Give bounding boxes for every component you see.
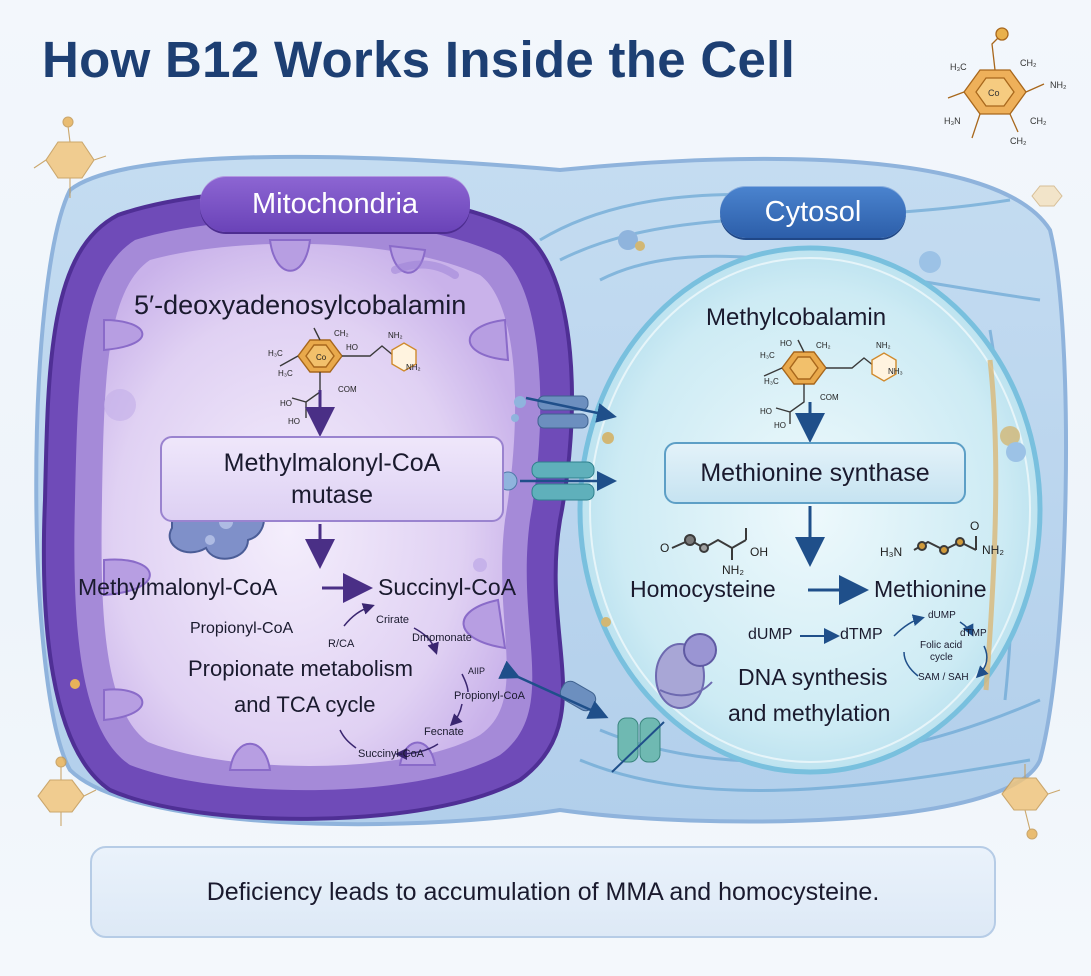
mutase-name-line2: mutase	[291, 481, 373, 509]
mito-b12-molecule	[279, 327, 417, 418]
cyto-substrate: Homocysteine	[630, 576, 776, 602]
molecule-label: HO	[280, 399, 292, 408]
mitochondria-label: Mitochondria	[200, 176, 470, 232]
deco-top-right-labels: H₃C CH₂ NH₂ Co H₃N CH₂ CH₂	[944, 58, 1067, 146]
molecule-label: OH	[750, 545, 768, 559]
mito-cofactor-name: 5′-deoxyadenosylcobalamin	[134, 290, 467, 320]
cyto-product: Methionine	[874, 576, 987, 602]
folate-cycle-line1: Folic acid	[920, 640, 963, 651]
molecule-label: H₃C	[278, 369, 293, 378]
methionine-molecule	[913, 536, 977, 555]
molecule-label: CH₂	[1030, 116, 1047, 126]
molecule-label: CH₂	[334, 329, 349, 338]
cycle-propionyl: Propionyl-CoA	[190, 620, 294, 637]
mito-b12-labels: CH₂ NH₂ H₃C HO NH₂ H₃C Co COM HO HO	[268, 329, 421, 426]
molecule-label: NH₂	[876, 341, 891, 350]
deco-b12-top-right	[947, 27, 1045, 139]
deco-b12-right-small	[1031, 185, 1063, 207]
molecule-label: H₃C	[764, 377, 779, 386]
molecule-label: Co	[988, 88, 1000, 98]
cycle-succinyl: Succinyl-CoA	[358, 748, 425, 760]
molecule-label: COM	[820, 393, 839, 402]
molecule-label: CH₂	[816, 341, 831, 350]
golgi-icon	[655, 633, 717, 709]
cycle-aiip: AIIP	[468, 666, 486, 676]
molecule-label: HO	[760, 407, 772, 416]
transporter-upper	[537, 395, 589, 429]
mutase-name-line1: Methylmalonyl-CoA	[223, 449, 441, 477]
cycle-rca: R/CA	[328, 638, 355, 650]
molecule-label: O	[660, 541, 669, 555]
molecule-label: HO	[288, 417, 300, 426]
molecule-label: H₃N	[944, 116, 961, 126]
page-title: How B12 Works Inside the Cell	[42, 31, 796, 88]
molecule-label: HO	[780, 339, 792, 348]
cyto-process-line2: and methylation	[728, 700, 891, 726]
cycle-propionyl-2: Propionyl-CoA	[454, 690, 525, 702]
molecule-label: NH₂	[406, 363, 421, 372]
mito-product: Succinyl-CoA	[378, 574, 517, 600]
methionine-synthase-box: Methionine synthase	[664, 442, 966, 504]
cycle-fecnate: Fecnate	[424, 726, 464, 738]
deco-b12-top-left	[33, 116, 107, 198]
homocysteine-molecule	[671, 528, 747, 560]
cyto-b12-labels: HO CH₂ NH₂ H₃C NH₃ H₃C COM HO HO	[760, 339, 903, 430]
small-molecule-labels: O OH NH₂ H₃N O NH₂	[660, 519, 1004, 577]
molecule-label: NH₂	[982, 543, 1004, 557]
molecule-label: NH₃	[888, 367, 903, 376]
molecule-label: COM	[338, 385, 357, 394]
cyto-cofactor-name: Methylcobalamin	[706, 304, 887, 331]
cyto-b12-molecule	[763, 339, 897, 424]
cytosol-label: Cytosol	[720, 186, 906, 238]
folate-cycle-dump: dUMP	[928, 610, 956, 621]
molecule-label: NH₂	[722, 563, 744, 577]
molecule-label: O	[970, 519, 979, 533]
deco-b12-right-bottom	[1001, 764, 1061, 840]
mito-substrate: Methylmalonyl-CoA	[78, 574, 278, 600]
molecule-label: NH₂	[388, 331, 403, 340]
molecule-label: CH₂	[1010, 136, 1027, 146]
molecule-label: Co	[316, 353, 327, 362]
cyto-dump: dUMP	[748, 626, 793, 643]
molecule-label: H₃C	[268, 349, 283, 358]
molecule-label: CH₂	[1020, 58, 1037, 68]
molecule-label: NH₂	[1050, 80, 1067, 90]
mito-process-line1: Propionate metabolism	[188, 656, 414, 681]
cyto-dtmp: dTMP	[840, 626, 883, 643]
mitochondria-cristae	[103, 239, 510, 771]
cycle-dmomonate: Dmomonate	[412, 632, 472, 644]
folate-cycle-line2: cycle	[930, 652, 953, 663]
molecule-label: H₃N	[880, 545, 902, 559]
molecule-label: HO	[346, 343, 358, 352]
cyto-process-line1: DNA synthesis	[738, 664, 888, 690]
mutase-enzyme-box: Methylmalonyl-CoA mutase	[160, 436, 504, 522]
cycle-crirate: Crirate	[376, 614, 410, 626]
mito-process-line2: and TCA cycle	[234, 692, 376, 717]
molecule-label: HO	[774, 421, 786, 430]
deficiency-note: Deficiency leads to accumulation of MMA …	[90, 846, 996, 938]
folate-cycle-sam: SAM / SAH	[918, 672, 969, 683]
molecule-label: H₃C	[760, 351, 775, 360]
folate-cycle-dtmp: dTMP	[960, 628, 987, 639]
deco-b12-left-bottom	[37, 756, 97, 826]
molecule-label: H₃C	[950, 62, 967, 72]
